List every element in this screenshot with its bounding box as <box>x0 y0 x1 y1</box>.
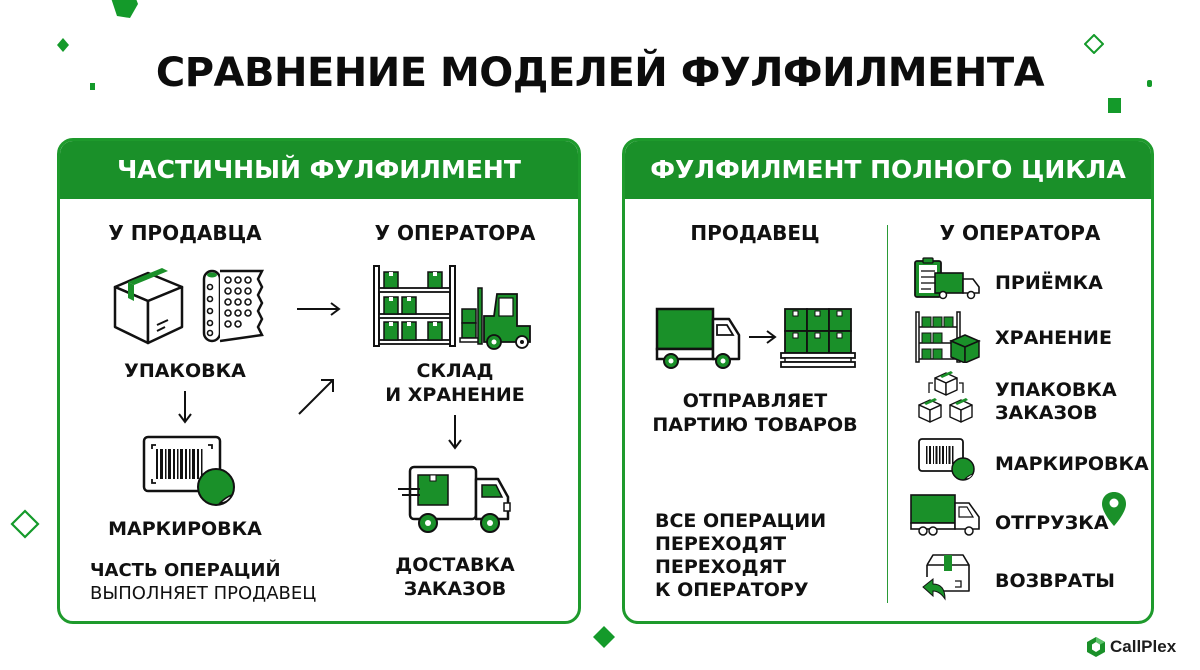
operator-item-shipping: ОТГРУЗКА <box>995 512 1109 534</box>
arrow-down-icon <box>448 415 462 450</box>
panel-heading: ФУЛФИЛМЕНТ ПОЛНОГО ЦИКЛА <box>625 141 1151 199</box>
seller-note-regular: ВЫПОЛНЯЕТ ПРОДАВЕЦ <box>90 583 317 604</box>
step-delivery-label-1: ДОСТАВКА <box>395 554 515 576</box>
column-divider <box>887 225 888 603</box>
return-box-icon <box>922 554 970 601</box>
seller-column-heading: ПРОДАВЕЦ <box>690 221 820 245</box>
panel-heading: ЧАСТИЧНЫЙ ФУЛФИЛМЕНТ <box>60 141 578 199</box>
step-storage-label-1: СКЛАД <box>416 360 494 382</box>
box-and-bubble-wrap-icon <box>113 268 265 345</box>
barcode-sticker-icon <box>918 438 975 481</box>
step-storage-label-2: И ХРАНЕНИЕ <box>385 384 525 406</box>
boxes-cycle-icon <box>918 371 973 423</box>
operator-item-labeling: МАРКИРОВКА <box>995 453 1149 475</box>
decor-square-icon <box>1108 98 1121 113</box>
full-cycle-fulfillment-panel: ФУЛФИЛМЕНТ ПОЛНОГО ЦИКЛА ПРОДАВЕЦ У ОПЕР… <box>622 138 1154 624</box>
step-delivery-label-2: ЗАКАЗОВ <box>403 578 507 600</box>
operator-item-order-packing-2: ЗАКАЗОВ <box>995 402 1098 424</box>
location-pin-icon <box>1102 492 1126 526</box>
seller-column-heading: У ПРОДАВЦА <box>108 221 262 245</box>
decor-dot-icon <box>1147 80 1152 87</box>
step-labeling-label: МАРКИРОВКА <box>108 518 262 540</box>
seller-note-line-4: К ОПЕРАТОРУ <box>655 579 809 601</box>
barcode-sticker-icon <box>142 435 235 506</box>
seller-note-line-2: ПЕРЕХОДЯТ <box>655 533 787 555</box>
page-title: СРАВНЕНИЕ МОДЕЛЕЙ ФУЛФИЛМЕНТА <box>155 50 1045 96</box>
operator-item-order-packing-1: УПАКОВКА <box>995 379 1117 401</box>
callplex-logo-icon <box>1087 637 1105 657</box>
clipboard-truck-icon <box>914 257 980 300</box>
truck-to-pallet-icon <box>655 307 856 369</box>
callplex-logo-text: CallPlex <box>1110 637 1177 656</box>
decor-diamond-icon <box>593 626 615 648</box>
partial-fulfillment-panel: ЧАСТИЧНЫЙ ФУЛФИЛМЕНТ У ПРОДАВЦА У ОПЕРАТ… <box>57 138 581 624</box>
decor-dot-icon <box>90 83 95 90</box>
decor-outline-diamond-icon <box>10 509 40 539</box>
warehouse-forklift-icon <box>373 265 531 350</box>
seller-action-line-1: ОТПРАВЛЯЕТ <box>682 390 828 412</box>
arrow-down-icon <box>178 391 192 424</box>
shelves-box-icon <box>915 311 981 363</box>
operator-column-heading: У ОПЕРАТОРА <box>939 221 1101 245</box>
operator-item-returns: ВОЗВРАТЫ <box>995 570 1115 592</box>
decor-pentagon-icon <box>111 0 138 18</box>
decor-diamond-icon <box>57 38 69 52</box>
operator-item-receiving: ПРИЁМКА <box>995 272 1103 294</box>
arrow-up-right-icon <box>298 379 334 415</box>
operator-column-heading: У ОПЕРАТОРА <box>374 221 536 245</box>
arrow-right-icon <box>297 302 341 316</box>
step-packing-label: УПАКОВКА <box>124 360 246 382</box>
decor-outline-diamond-icon <box>1084 34 1104 54</box>
seller-note-line-1: ВСЕ ОПЕРАЦИИ <box>655 510 827 532</box>
seller-action-line-2: ПАРТИЮ ТОВАРОВ <box>652 414 858 436</box>
seller-note-bold: ЧАСТЬ ОПЕРАЦИЙ <box>90 560 281 581</box>
cargo-truck-icon <box>910 494 980 536</box>
delivery-truck-icon <box>398 465 511 533</box>
operator-item-storage: ХРАНЕНИЕ <box>995 327 1112 349</box>
seller-note-line-3: ПЕРЕХОДЯТ <box>655 556 787 578</box>
